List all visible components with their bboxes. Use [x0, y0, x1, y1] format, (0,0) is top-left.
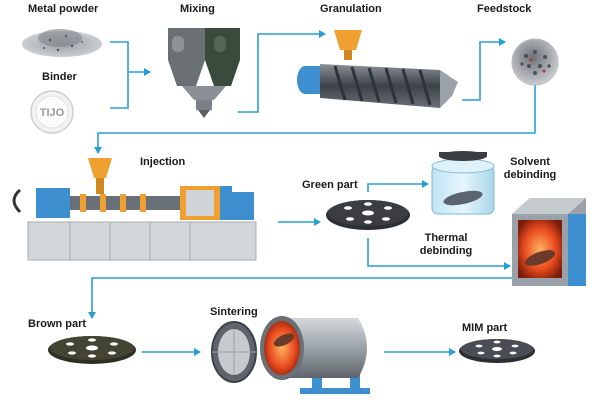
arrow-green-to-solvent [367, 180, 429, 192]
label-solvent-debinding: Solvent debinding [503, 156, 557, 181]
injection-machine-icon [12, 158, 257, 261]
mixing-machine-icon [168, 28, 240, 118]
label-granulation: Granulation [320, 3, 382, 15]
sintering-furnace-icon [211, 316, 370, 394]
label-sintering: Sintering [210, 306, 258, 318]
arrow-mixing-to-granulation [238, 30, 326, 113]
label-binder: Binder [42, 71, 77, 83]
label-injection: Injection [140, 156, 186, 168]
label-feedstock: Feedstock [477, 3, 532, 15]
binder-jar-text: TIJO [40, 107, 65, 119]
mim-part-icon [459, 339, 535, 363]
arrow-green-to-thermal [367, 238, 511, 270]
label-metal-powder: Metal powder [28, 3, 99, 15]
feedstock-pellets-icon [511, 38, 559, 86]
arrow-thermal-to-brown [88, 277, 531, 319]
arrow-feedstock-to-injection [94, 85, 536, 154]
green-part-icon [326, 200, 410, 230]
brown-part-icon [48, 336, 136, 364]
binder-jar-icon: TIJO [30, 90, 74, 134]
arrow-binder-to-mixing [110, 72, 129, 109]
label-brown-part: Brown part [28, 318, 87, 330]
granulation-extruder-icon [297, 30, 458, 108]
arrow-granulation-to-feedstock [462, 38, 506, 101]
label-mim-part: MIM part [462, 322, 508, 334]
arrow-powder-to-mixing [110, 41, 151, 76]
thermal-debinding-oven-icon [512, 198, 586, 286]
flow-arrows [88, 30, 536, 356]
label-thermal-debinding: Thermal debinding [419, 232, 473, 257]
label-green-part: Green part [302, 179, 358, 191]
metal-powder-icon [22, 29, 102, 57]
label-mixing: Mixing [180, 3, 215, 15]
solvent-debinding-tank-icon [431, 151, 495, 215]
